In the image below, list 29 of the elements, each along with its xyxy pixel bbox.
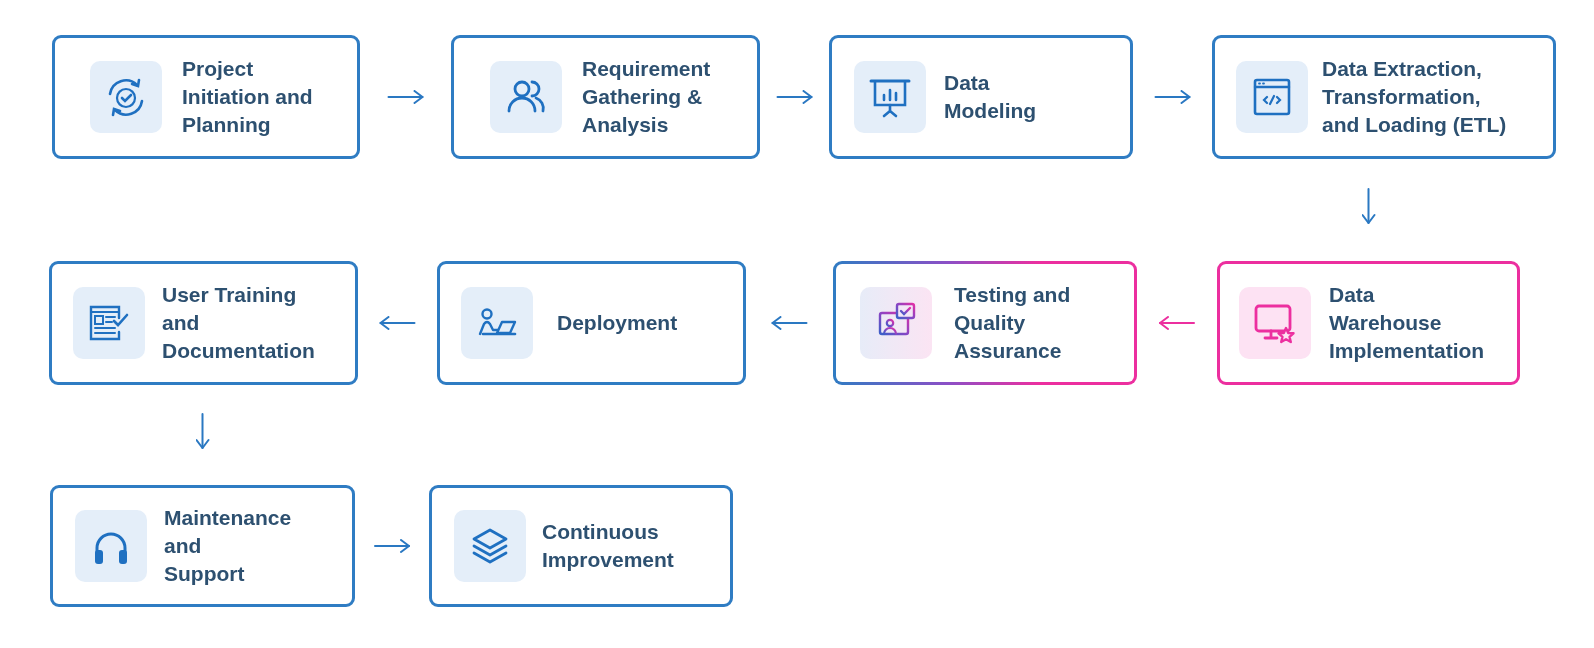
arrow: [379, 316, 416, 330]
arrow: [195, 413, 210, 449]
step-card: [52, 35, 360, 159]
step-card: [833, 261, 1137, 385]
step-card: [437, 261, 746, 385]
arrow: [387, 90, 424, 104]
arrow: [1154, 90, 1191, 104]
step-card: [429, 485, 733, 607]
arrow: [771, 316, 808, 330]
arrow: [776, 90, 813, 104]
arrow: [374, 539, 410, 553]
step-card: [49, 261, 358, 385]
step-card: [451, 35, 760, 159]
step-title: Data Extraction, Transformation, and Loading (ETL): [1322, 56, 1508, 138]
arrow: [1361, 188, 1376, 224]
step-card: [829, 35, 1133, 159]
step-title: Testing and Quality Assurance: [954, 282, 1072, 364]
step-card: [50, 485, 355, 607]
step-card: [1217, 261, 1520, 385]
step-title: Data Modeling: [944, 70, 1037, 124]
step-title: User Training and Documentation: [162, 282, 316, 364]
step-card: [1212, 35, 1556, 159]
step-title: Deployment: [557, 310, 679, 336]
step-title: Requirement Gathering & Analysis: [582, 56, 712, 138]
step-title: Project Initiation and Planning: [182, 56, 314, 138]
arrow: [1159, 316, 1195, 330]
step-title: Continuous Improvement: [542, 519, 674, 573]
step-title: Maintenance and Support: [164, 505, 292, 587]
step-title: Data Warehouse Implementation: [1329, 282, 1485, 364]
